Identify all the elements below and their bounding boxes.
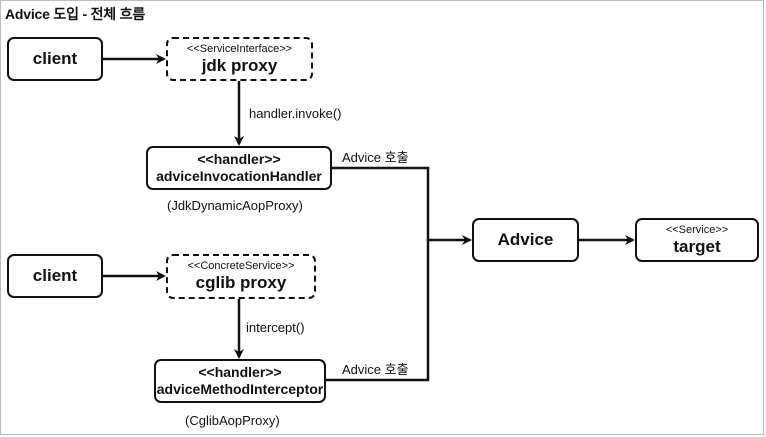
advice-node: Advice xyxy=(472,218,579,262)
target-node: <<Service>> target xyxy=(635,218,759,262)
invocation-handler-stereotype: <<handler>> xyxy=(197,151,281,167)
cglib-call-label: intercept() xyxy=(246,320,305,335)
method-interceptor-stereotype: <<handler>> xyxy=(198,364,282,380)
target-label: target xyxy=(673,236,721,256)
client-label: client xyxy=(32,266,78,285)
jdk-proxy-label: jdk proxy xyxy=(201,55,278,75)
advice-call-label-top: Advice 호출 xyxy=(342,150,409,165)
client-node-top: client xyxy=(7,37,103,81)
invocation-handler-node: <<handler>> adviceInvocationHandler xyxy=(146,146,332,190)
jdk-call-label: handler.invoke() xyxy=(249,106,342,121)
method-interceptor-caption: (CglibAopProxy) xyxy=(185,413,280,428)
diagram-title: Advice 도입 - 전체 흐름 xyxy=(5,6,146,22)
jdk-proxy-node: <<ServiceInterface>> jdk proxy xyxy=(166,37,313,81)
client-node-bottom: client xyxy=(7,254,103,298)
method-interceptor-label: adviceMethodInterceptor xyxy=(156,381,324,397)
cglib-proxy-label: cglib proxy xyxy=(195,273,287,292)
advice-label: Advice xyxy=(497,230,554,249)
edge-handler-to-merge xyxy=(332,166,430,240)
invocation-handler-caption: (JdkDynamicAopProxy) xyxy=(167,198,303,213)
invocation-handler-label: adviceInvocationHandler xyxy=(156,168,322,184)
target-stereotype: <<Service>> xyxy=(665,223,729,236)
client-label: client xyxy=(32,49,78,68)
edge-interceptor-to-merge xyxy=(326,240,430,382)
advice-call-label-bottom: Advice 호출 xyxy=(342,362,409,377)
cglib-proxy-node: <<ConcreteService>> cglib proxy xyxy=(166,254,316,299)
jdk-proxy-stereotype: <<ServiceInterface>> xyxy=(186,42,293,55)
method-interceptor-node: <<handler>> adviceMethodInterceptor xyxy=(154,359,326,403)
cglib-proxy-stereotype: <<ConcreteService>> xyxy=(187,260,295,272)
